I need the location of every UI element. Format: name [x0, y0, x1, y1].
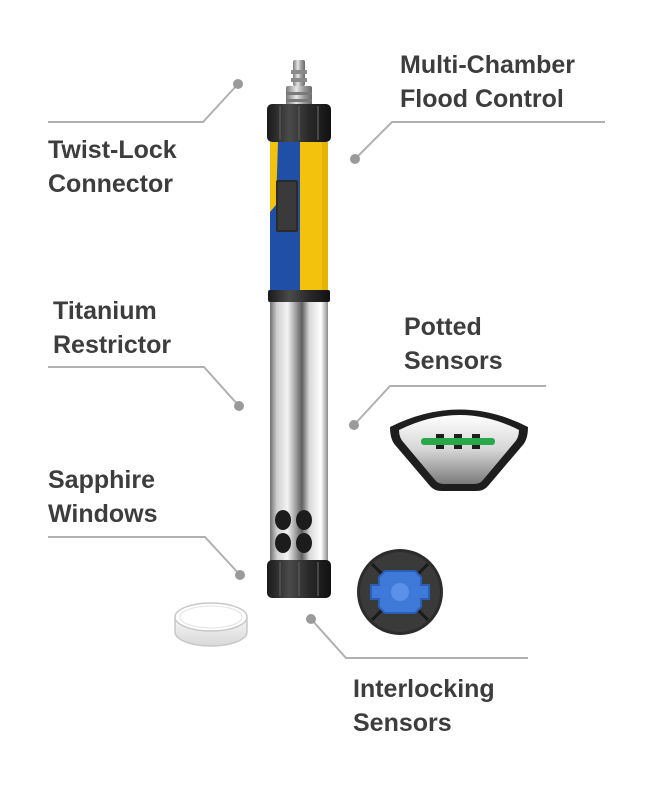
callout-flood-control-line1: Multi-Chamber [400, 51, 575, 79]
callout-sapphire-line2: Windows [48, 500, 158, 528]
sapphire-ring-illustration [174, 602, 248, 647]
callout-titanium: Titanium Restrictor [53, 294, 171, 362]
callout-interlocking-line1: Interlocking [353, 675, 495, 703]
callout-twist-lock: Twist-Lock Connector [48, 133, 177, 201]
bottom-end-cap [267, 560, 331, 598]
leader-titanium [48, 366, 244, 411]
probe-illustration [267, 60, 331, 598]
callout-titanium-line2: Restrictor [53, 331, 172, 359]
callout-potted-line1: Potted [404, 313, 482, 341]
top-end-cap [267, 104, 331, 142]
window-ports [275, 510, 312, 553]
leader-twist-lock [48, 79, 243, 123]
callout-flood-control: Multi-Chamber Flood Control [400, 48, 575, 116]
callout-flood-control-line2: Flood Control [400, 85, 564, 113]
callout-interlocking: Interlocking Sensors [353, 672, 495, 740]
leader-flood-control [350, 121, 605, 164]
housing-flood-chamber [270, 142, 328, 292]
leader-potted [349, 385, 546, 430]
callout-twist-lock-line2: Connector [48, 170, 173, 198]
callout-potted: Potted Sensors [404, 310, 503, 378]
callout-sapphire: Sapphire Windows [48, 463, 158, 531]
housing-band [268, 290, 330, 302]
callout-interlocking-line2: Sensors [353, 709, 452, 737]
callout-potted-line2: Sensors [404, 347, 503, 375]
potted-sensor-illustration [390, 409, 528, 491]
connector-stem [286, 60, 312, 106]
callout-twist-lock-line1: Twist-Lock [48, 136, 177, 164]
interlocking-sensor-illustration [357, 549, 443, 635]
callout-titanium-line1: Titanium [53, 297, 157, 325]
leader-sapphire [48, 536, 245, 580]
leader-interlocking [306, 614, 528, 659]
callout-sapphire-line1: Sapphire [48, 466, 155, 494]
